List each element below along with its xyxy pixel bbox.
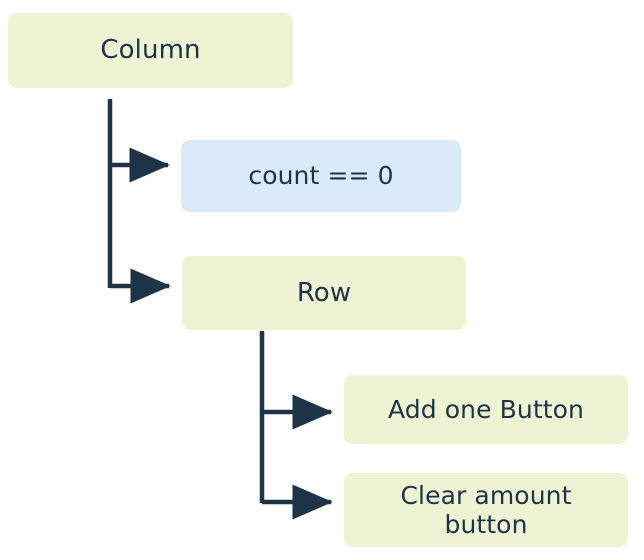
node-row-label: Row <box>296 277 352 308</box>
node-clear-amount-button-label: Clear amount button <box>400 480 572 540</box>
node-condition-label: count == 0 <box>248 161 394 191</box>
node-clear-amount-button[interactable]: Clear amount button <box>344 473 628 547</box>
node-condition-count-equals-zero[interactable]: count == 0 <box>181 140 461 212</box>
node-column[interactable]: Column <box>8 13 293 88</box>
node-column-label: Column <box>100 35 201 66</box>
node-add-one-button[interactable]: Add one Button <box>344 375 628 444</box>
node-row[interactable]: Row <box>182 256 466 330</box>
node-add-one-button-label: Add one Button <box>388 394 584 424</box>
